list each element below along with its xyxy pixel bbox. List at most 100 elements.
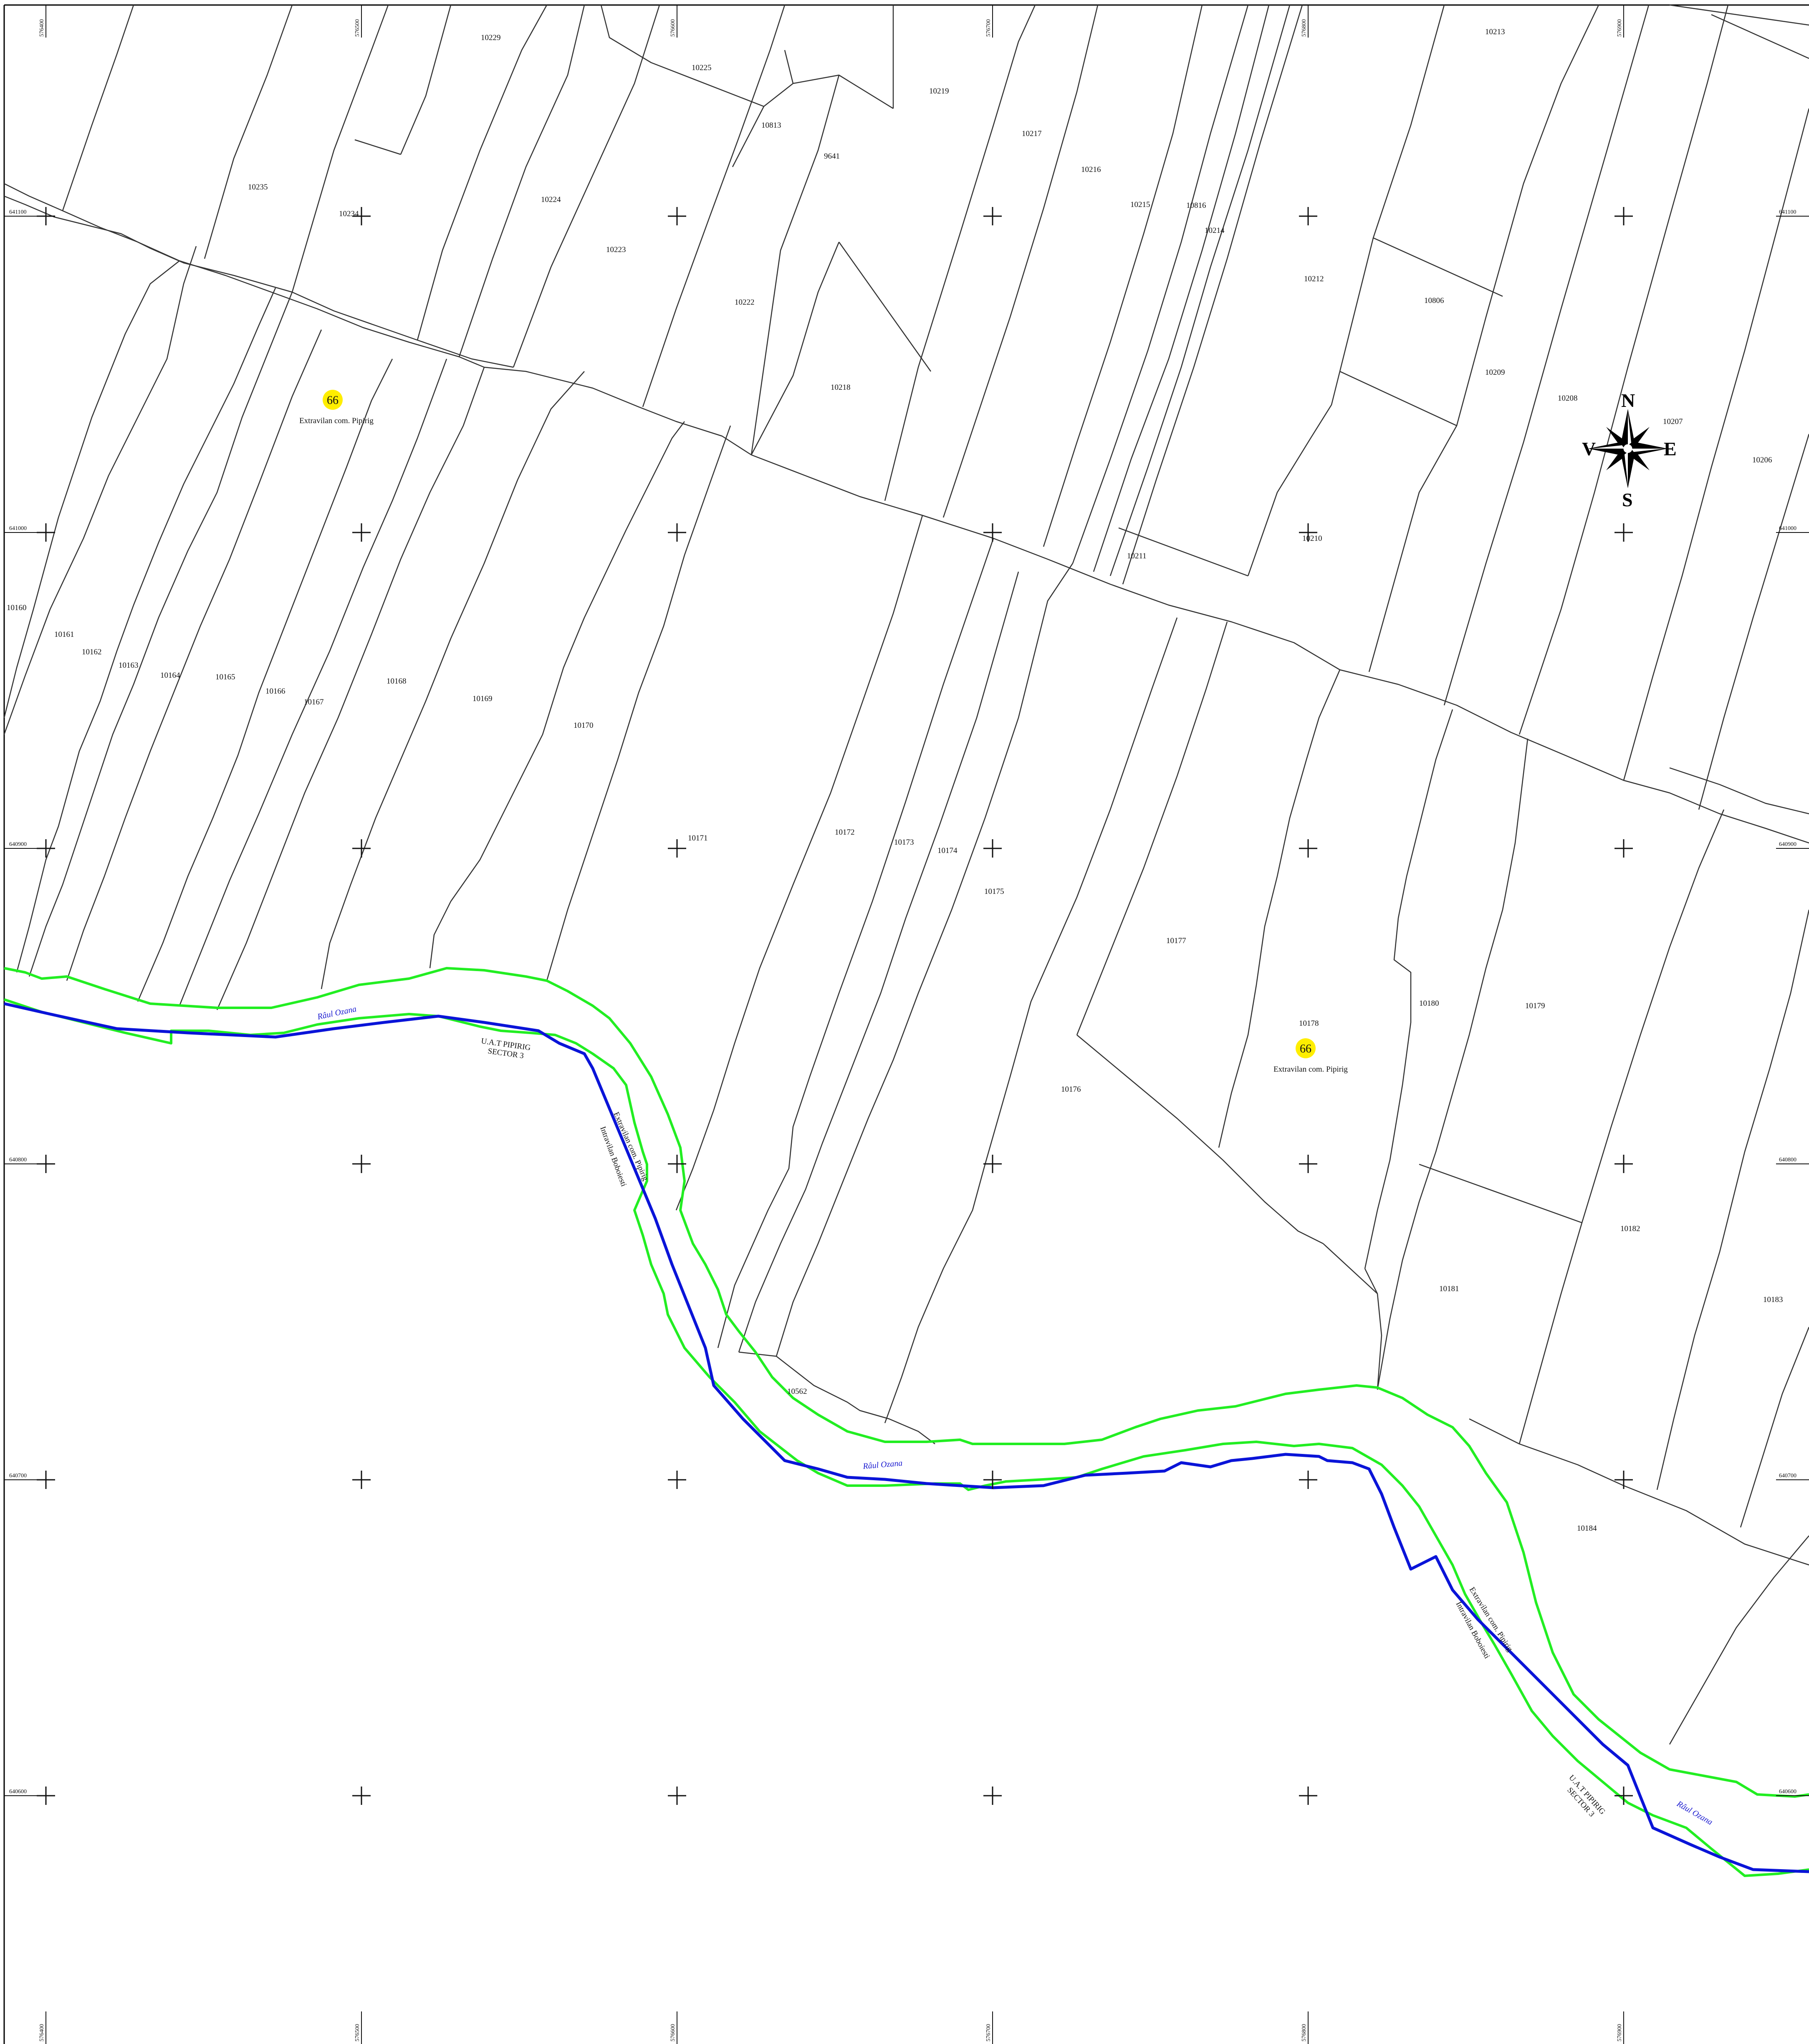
northing-label: 640800: [1779, 1157, 1796, 1163]
northing-labels-right: [4, 216, 1809, 1796]
parcel-label: 10161: [54, 630, 74, 639]
grid-cross-icon: [1614, 1787, 1633, 1805]
parcel-label: 10172: [835, 828, 855, 837]
parcel-label: 10170: [574, 721, 594, 730]
grid-cross-icon: [1299, 1155, 1317, 1173]
easting-label: 576500: [354, 19, 361, 37]
parcel-label: 10806: [1424, 296, 1444, 305]
grid-cross-icon: [352, 1155, 371, 1173]
grid-cross-icon: [668, 207, 686, 225]
parcel-label: 10179: [1525, 1002, 1545, 1010]
grid-cross-icon: [352, 1787, 371, 1805]
easting-label: 576800: [1301, 19, 1307, 37]
northing-label: 641100: [1779, 209, 1796, 215]
marker-number: 66: [327, 394, 339, 407]
parcel-label: 10210: [1302, 534, 1322, 543]
parcel-label: 10213: [1485, 28, 1505, 36]
grid-cross-icon: [1299, 1471, 1317, 1489]
parcel-label: 10209: [1485, 368, 1505, 377]
grid-cross-icon: [983, 1155, 1002, 1173]
grid-cross-icon: [352, 1471, 371, 1489]
grid-cross-icon: [668, 523, 686, 542]
grid-cross-icon: [668, 1471, 686, 1489]
parcel-label: 10212: [1304, 275, 1324, 283]
grid-cross-icon: [983, 523, 1002, 542]
parcel-label: 10813: [761, 121, 781, 130]
grid-cross-icon: [668, 1155, 686, 1173]
parcel-label: 10184: [1577, 1524, 1597, 1533]
parcel-label: 10168: [387, 677, 407, 686]
northing-label: 640600: [1779, 1789, 1796, 1795]
parcel-label: 10219: [929, 87, 949, 96]
parcel-label: 10167: [304, 698, 324, 707]
grid-cross-icon: [983, 1787, 1002, 1805]
parcel-label: 10216: [1081, 165, 1101, 174]
river-ozana: [4, 1002, 1809, 1873]
extravilan-label: Extravilan com. Pipirig: [1468, 1586, 1514, 1653]
parcel-label: 10223: [606, 245, 626, 254]
parcel-label: 10166: [265, 687, 285, 696]
grid-cross-icon: [1299, 523, 1317, 542]
parcel-label: 10218: [831, 383, 851, 392]
marker-circle: [1296, 1038, 1316, 1058]
grid-cross-icon: [37, 207, 55, 225]
compass-east-label: E: [1664, 438, 1677, 459]
easting-label: 576900: [1617, 2024, 1623, 2041]
northing-label: 640900: [1779, 841, 1796, 848]
river-label: Râul Ozana: [862, 1459, 903, 1471]
parcel-label: 10181: [1439, 1284, 1459, 1293]
zone-boundaries: [4, 967, 1809, 1877]
parcel-label: 10215: [1130, 200, 1150, 209]
grid-cross-icon: [352, 523, 371, 542]
grid-cross-icon: [983, 1471, 1002, 1489]
grid-cross-icon: [1614, 1155, 1633, 1173]
parcel-label: 10177: [1166, 936, 1186, 945]
grid-cross-icon: [983, 207, 1002, 225]
easting-label: 576800: [1301, 2024, 1307, 2041]
grid-cross-icon: [37, 1787, 55, 1805]
parcel-label: 10217: [1022, 129, 1042, 138]
parcel-label: 10183: [1763, 1295, 1783, 1304]
grid-cross-icon: [352, 839, 371, 858]
parcel-label: 10562: [787, 1387, 807, 1396]
parcel-label: 10180: [1419, 999, 1439, 1008]
parcel-label: 10224: [541, 195, 561, 204]
northing-labels-left: 641100 641000 640900 640800 640700 64060…: [9, 209, 27, 1795]
northing-label: 641100: [9, 209, 26, 215]
parcel-label: 10211: [1127, 552, 1147, 560]
northing-label: 641000: [1779, 525, 1796, 532]
easting-label: 576400: [39, 2024, 45, 2041]
grid-cross-icon: [1614, 207, 1633, 225]
coordinate-grid-crosses: [37, 207, 1633, 1805]
compass-west-label: V: [1582, 438, 1596, 459]
parcel-label: 10235: [248, 183, 268, 192]
northing-label: 640600: [9, 1789, 27, 1795]
parcel-label: 10214: [1205, 226, 1225, 235]
northing-label: 640800: [9, 1157, 27, 1163]
easting-label: 576400: [39, 19, 45, 37]
grid-cross-icon: [37, 1155, 55, 1173]
marker-circle: [323, 390, 343, 410]
parcel-label: 10164: [160, 671, 180, 680]
zone-marker-2: 66 Extravilan com. Pipirig: [1273, 1038, 1348, 1074]
parcel-label: 10173: [894, 838, 914, 847]
parcel-label: 10206: [1752, 456, 1772, 464]
parcel-boundaries: [3, 4, 1809, 1745]
compass-south-label: S: [1622, 489, 1633, 510]
parcel-label: 10225: [692, 63, 712, 72]
grid-cross-icon: [668, 1787, 686, 1805]
parcel-label: 10162: [82, 648, 102, 656]
parcel-label: 10169: [472, 694, 493, 703]
parcel-label: 10182: [1620, 1224, 1640, 1233]
grid-cross-icon: [1299, 839, 1317, 858]
parcel-label: 10163: [119, 661, 139, 670]
river-label: Râul Ozana: [1675, 1799, 1714, 1827]
grid-cross-icon: [1614, 839, 1633, 858]
grid-cross-icon: [352, 207, 371, 225]
grid-cross-icon: [1614, 1471, 1633, 1489]
easting-label: 576600: [670, 2024, 676, 2041]
northing-label: 640700: [1779, 1473, 1796, 1479]
parcel-label: 10178: [1299, 1019, 1319, 1028]
marker-label: Extravilan com. Pipirig: [1273, 1065, 1348, 1074]
